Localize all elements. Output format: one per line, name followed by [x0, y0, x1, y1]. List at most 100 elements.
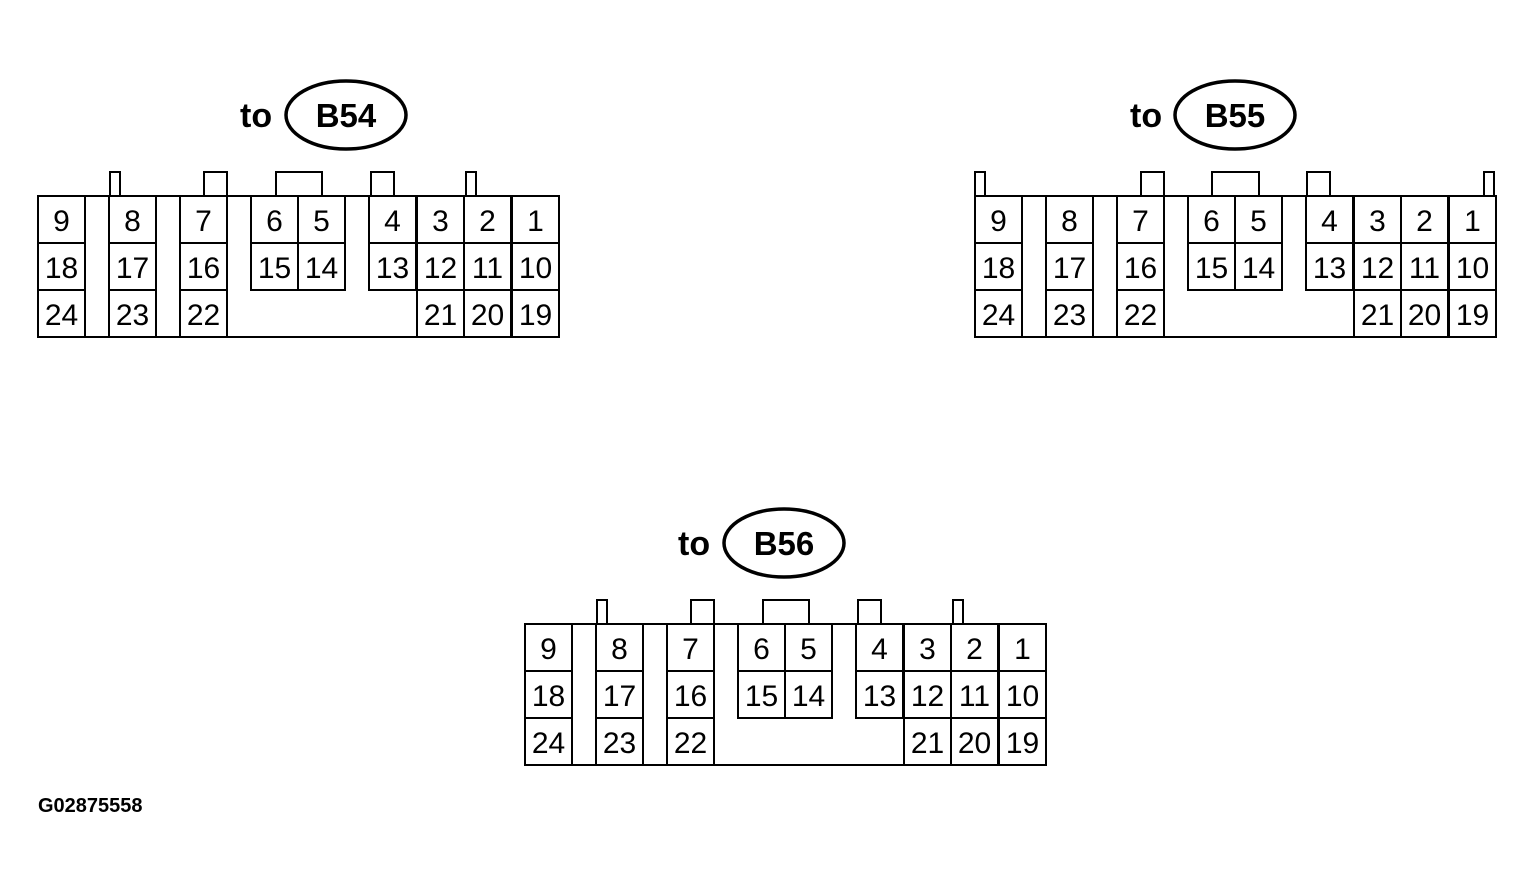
- pin-19: 19: [1456, 299, 1489, 332]
- pin-23: 23: [603, 727, 636, 760]
- pin-24: 24: [532, 727, 565, 760]
- pin-cell: [974, 289, 1023, 338]
- pin-20: 20: [471, 299, 504, 332]
- pin-15: 15: [258, 252, 291, 285]
- pin-cell: [179, 289, 228, 338]
- pin-15: 15: [1195, 252, 1228, 285]
- pin-8: 8: [611, 633, 628, 666]
- pin-4: 4: [384, 205, 401, 238]
- to-label: to: [678, 525, 710, 563]
- pin-cell: [1234, 195, 1283, 244]
- pin-17: 17: [1053, 252, 1086, 285]
- pin-11: 11: [959, 680, 990, 713]
- pin-cell: [297, 195, 346, 244]
- pin-cell: [784, 623, 833, 672]
- pin-18: 18: [45, 252, 78, 285]
- pin-cell: [511, 242, 560, 291]
- pin-15: 15: [745, 680, 778, 713]
- pin-cell: [903, 670, 952, 719]
- latch-tab: [1306, 171, 1331, 196]
- latch-tab: [1211, 171, 1260, 196]
- pin-14: 14: [1242, 252, 1275, 285]
- connector-id-oval: [722, 507, 846, 579]
- connector-latches: [109, 171, 477, 196]
- pin-cell: [666, 623, 715, 672]
- pin-cell: [855, 670, 904, 719]
- pin-cell: [666, 717, 715, 766]
- pin-cell: [37, 242, 86, 291]
- latch-tab: [857, 599, 882, 624]
- pin-19: 19: [519, 299, 552, 332]
- pin-cell: [595, 623, 644, 672]
- latch-tab: [1140, 171, 1165, 196]
- pin-7: 7: [195, 205, 212, 238]
- pin-11: 11: [472, 252, 503, 285]
- connector-latches: [974, 171, 1495, 196]
- pin-22: 22: [1124, 299, 1157, 332]
- pin-18: 18: [982, 252, 1015, 285]
- connector-id-label: B54: [316, 97, 377, 134]
- latch-tab: [690, 599, 715, 624]
- pin-6: 6: [753, 633, 770, 666]
- pin-18: 18: [532, 680, 565, 713]
- pin-20: 20: [958, 727, 991, 760]
- connector-id-label: B55: [1205, 97, 1266, 134]
- latch-tab: [109, 171, 121, 196]
- pin-22: 22: [187, 299, 220, 332]
- pin-10: 10: [1456, 252, 1489, 285]
- pin-cell: [784, 670, 833, 719]
- pin-cell: [1305, 242, 1354, 291]
- pin-cell: [950, 717, 999, 766]
- pin-17: 17: [603, 680, 636, 713]
- pin-8: 8: [124, 205, 141, 238]
- pin-cell: [903, 717, 952, 766]
- pin-12: 12: [911, 680, 944, 713]
- pin-6: 6: [266, 205, 283, 238]
- pin-4: 4: [1321, 205, 1338, 238]
- pin-11: 11: [1409, 252, 1440, 285]
- pin-21: 21: [1361, 299, 1394, 332]
- pin-7: 7: [1132, 205, 1149, 238]
- pin-cell: [416, 242, 465, 291]
- pin-cell: [108, 242, 157, 291]
- to-label: to: [240, 97, 272, 135]
- pin-2: 2: [1416, 205, 1433, 238]
- latch-tab: [465, 171, 477, 196]
- pin-cell: [1400, 289, 1449, 338]
- pin-12: 12: [1361, 252, 1394, 285]
- pin-cell: [250, 242, 299, 291]
- connector-id-oval: [284, 79, 408, 151]
- pin-cell: [998, 717, 1047, 766]
- pin-cell: [368, 242, 417, 291]
- pin-12: 12: [424, 252, 457, 285]
- pin-cell: [1045, 242, 1094, 291]
- pin-1: 1: [527, 205, 544, 238]
- pin-14: 14: [305, 252, 338, 285]
- pin-24: 24: [982, 299, 1015, 332]
- pin-cell: [1353, 289, 1402, 338]
- latch-tab: [203, 171, 228, 196]
- pin-9: 9: [53, 205, 70, 238]
- pin-22: 22: [674, 727, 707, 760]
- pin-8: 8: [1061, 205, 1078, 238]
- pin-7: 7: [682, 633, 699, 666]
- pin-13: 13: [376, 252, 409, 285]
- latch-tab: [1483, 171, 1495, 196]
- connector-id-oval: [1173, 79, 1297, 151]
- pin-cell: [737, 623, 786, 672]
- pin-6: 6: [1203, 205, 1220, 238]
- pin-cell: [416, 289, 465, 338]
- pin-cell: [1045, 289, 1094, 338]
- pin-cell: [1116, 195, 1165, 244]
- pin-21: 21: [424, 299, 457, 332]
- pin-16: 16: [1124, 252, 1157, 285]
- pin-cell: [297, 242, 346, 291]
- pin-cell: [998, 670, 1047, 719]
- pin-cell: [524, 670, 573, 719]
- pin-cell: [974, 242, 1023, 291]
- pin-cell: [950, 623, 999, 672]
